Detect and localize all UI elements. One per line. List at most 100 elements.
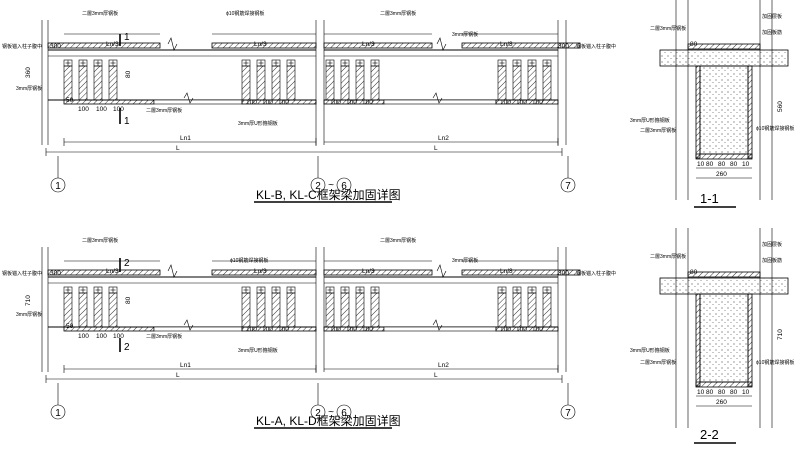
dim-300-right: 300 bbox=[558, 43, 569, 50]
dim-100-l: 100 bbox=[532, 99, 543, 106]
dim-80: 80 bbox=[125, 70, 132, 78]
dim-ln3-3: Ln/3 bbox=[362, 41, 375, 48]
dim-80: 80 bbox=[125, 296, 132, 304]
sec1-top-plate: 二層3mm厚钢板 bbox=[650, 25, 686, 32]
sec2-slab-l2: 加固板筋 bbox=[762, 257, 782, 264]
sec2-slab-l1: 加固层板 bbox=[762, 241, 782, 248]
dim-ln3-4: Ln/3 bbox=[500, 41, 513, 48]
axis-7[interactable]: 7 bbox=[565, 408, 571, 419]
axis-7[interactable]: 7 bbox=[565, 181, 571, 192]
bottom-view-labels: 二層3mm厚钢板 ϕ10钢筋焊接钢板 二層3mm厚钢板 钢板锚入柱子腹中 钢板锚… bbox=[2, 237, 616, 428]
dim-ln3-2: Ln/3 bbox=[254, 268, 267, 275]
u-hoop-label: 3mm厚U形箍钢板 bbox=[238, 120, 278, 127]
dim-100-k: 100 bbox=[516, 326, 527, 333]
dim-ln1: Ln1 bbox=[180, 362, 191, 369]
dim-L-1: L bbox=[176, 372, 180, 379]
sec1-dim-top: 80 bbox=[690, 41, 698, 48]
dim-100-c: 100 bbox=[113, 106, 124, 113]
side-left-label: 3mm厚钢板 bbox=[16, 85, 42, 92]
dim-50-a: 50 bbox=[66, 97, 74, 104]
plate-mid-label: ϕ10钢筋焊接钢板 bbox=[230, 257, 268, 264]
axis-2[interactable]: 2 bbox=[315, 181, 321, 192]
sec1-seg-4: 10 bbox=[742, 161, 750, 168]
side-right-label: 3mm厚钢板 bbox=[452, 257, 478, 264]
axis-6[interactable]: 6 bbox=[341, 408, 347, 419]
dim-100-l: 100 bbox=[532, 326, 543, 333]
plate-right-label: 二層3mm厚钢板 bbox=[380, 10, 416, 17]
plate-right-label: 二層3mm厚钢板 bbox=[380, 237, 416, 244]
dim-100-d: 100 bbox=[246, 99, 257, 106]
sec2-seg-3: 80 bbox=[730, 389, 738, 396]
plate-left-label: 二層3mm厚钢板 bbox=[82, 10, 118, 17]
dim-L-1: L bbox=[176, 145, 180, 152]
top-view-labels: 二層3mm厚钢板 ϕ10钢筋焊接钢板 二層3mm厚钢板 钢板锚入柱子腹中 钢板锚… bbox=[2, 10, 616, 202]
dim-height: 710 bbox=[25, 295, 32, 306]
sec1-seg-2: 80 bbox=[718, 161, 726, 168]
dim-100-d: 100 bbox=[246, 326, 257, 333]
sec2-weld: ϕ10钢筋焊接钢板 bbox=[756, 359, 794, 366]
sec2-top-plate: 二層3mm厚钢板 bbox=[650, 253, 686, 260]
dim-100-b: 100 bbox=[96, 333, 107, 340]
dim-height: 360 bbox=[25, 67, 32, 78]
caption-bottom: KL-A, KL-D框架梁加固详图 bbox=[256, 413, 401, 428]
sec1-seg-1: 80 bbox=[706, 161, 714, 168]
sec1-weld: ϕ10钢筋焊接钢板 bbox=[756, 125, 794, 132]
dim-100-f: 100 bbox=[278, 326, 289, 333]
sec2-seg-2: 80 bbox=[718, 389, 726, 396]
sec2-caption: 2-2 bbox=[700, 427, 719, 442]
sec1-u-hoop: 3mm厚U形箍钢板 bbox=[630, 117, 670, 124]
dim-100-b: 100 bbox=[96, 106, 107, 113]
anchor-right-label: 钢板锚入柱子腹中 bbox=[576, 43, 616, 50]
plate-left-label: 二層3mm厚钢板 bbox=[82, 237, 118, 244]
anchor-left-label: 钢板锚入柱子腹中 bbox=[2, 43, 42, 50]
sec2-seg-1: 80 bbox=[706, 389, 714, 396]
axis-sep: ~ bbox=[328, 180, 334, 191]
axis-6[interactable]: 6 bbox=[341, 181, 347, 192]
section-mark-bottom: 2 bbox=[124, 342, 130, 353]
dim-100-i: 100 bbox=[362, 326, 373, 333]
sec1-slab-l2: 加固板筋 bbox=[762, 29, 782, 36]
dim-ln3-2: Ln/3 bbox=[254, 41, 267, 48]
dim-ln3-1: Ln/3 bbox=[106, 268, 119, 275]
bottom-plate-label: 二層3mm厚钢板 bbox=[146, 107, 182, 114]
sec1-dim-height: 560 bbox=[777, 101, 784, 112]
dim-300-right: 300 bbox=[558, 270, 569, 277]
dim-100-a: 100 bbox=[78, 333, 89, 340]
bottom-plate-label: 二層3mm厚钢板 bbox=[146, 333, 182, 340]
axis-2[interactable]: 2 bbox=[315, 408, 321, 419]
sec2-dim-top: 80 bbox=[690, 269, 698, 276]
dim-100-f: 100 bbox=[278, 99, 289, 106]
sec2-u-hoop: 3mm厚U形箍钢板 bbox=[630, 347, 670, 354]
dim-L-2: L bbox=[434, 145, 438, 152]
dim-L-2: L bbox=[434, 372, 438, 379]
section-2-labels: 二層3mm厚钢板 加固层板 加固板筋 3mm厚U形箍钢板 二層3mm厚钢板 ϕ1… bbox=[630, 241, 794, 442]
sec2-seg-0: 10 bbox=[697, 389, 705, 396]
axis-1[interactable]: 1 bbox=[55, 408, 61, 419]
sec1-bottom-plate: 二層3mm厚钢板 bbox=[640, 127, 676, 134]
dim-100-i: 100 bbox=[362, 99, 373, 106]
dim-100-h: 100 bbox=[346, 99, 357, 106]
dim-100-h: 100 bbox=[346, 326, 357, 333]
section-mark-bottom: 1 bbox=[124, 116, 130, 127]
sec2-dim-height: 710 bbox=[777, 329, 784, 340]
u-hoop-label: 3mm厚U形箍钢板 bbox=[238, 347, 278, 354]
dim-100-e: 100 bbox=[262, 326, 273, 333]
section-mark-top: 2 bbox=[124, 258, 130, 269]
dim-100-k: 100 bbox=[516, 99, 527, 106]
dim-50-a: 50 bbox=[66, 323, 74, 330]
axis-1[interactable]: 1 bbox=[55, 181, 61, 192]
axis-sep: ~ bbox=[328, 407, 334, 418]
dim-ln2: Ln2 bbox=[438, 135, 449, 142]
dim-100-e: 100 bbox=[262, 99, 273, 106]
dim-300-left: 300 bbox=[50, 270, 61, 277]
dim-ln1: Ln1 bbox=[180, 135, 191, 142]
anchor-right-label: 钢板锚入柱子腹中 bbox=[576, 270, 616, 277]
dim-ln3-1: Ln/3 bbox=[106, 41, 119, 48]
dim-100-c: 100 bbox=[113, 333, 124, 340]
sec1-width: 260 bbox=[716, 171, 727, 178]
plate-mid-label: ϕ10钢筋焊接钢板 bbox=[226, 10, 264, 17]
dim-100-g: 100 bbox=[330, 99, 341, 106]
sec1-caption: 1-1 bbox=[700, 191, 719, 206]
dim-100-j: 100 bbox=[500, 326, 511, 333]
